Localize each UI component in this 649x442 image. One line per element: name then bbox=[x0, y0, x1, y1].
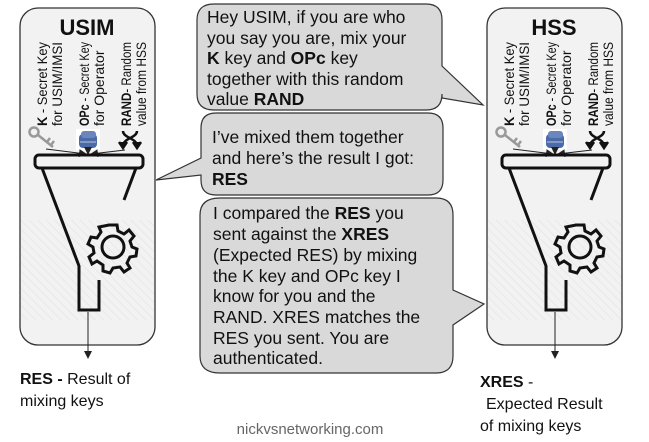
bubble3-line: the K key and OPc key I bbox=[213, 266, 401, 286]
hss-output-label-2: Expected Result bbox=[486, 396, 603, 413]
usim-output-label: RES - Result of bbox=[20, 371, 131, 388]
bubble2-line: RES bbox=[212, 169, 248, 189]
bubble3-line: I compared the RES you bbox=[213, 203, 404, 223]
usim-k-label-2: for USIM/IMSI bbox=[49, 42, 65, 126]
hss-output-label: XRES - bbox=[480, 374, 533, 391]
usim-opc-label: OPc - Secret Key bbox=[76, 42, 92, 126]
speech-bubble-authenticated: I compared the RES you sent against the … bbox=[199, 197, 486, 374]
usim-box: USIM K - Secret Key for USIM/IMSI OPc - … bbox=[20, 8, 155, 358]
usim-title: USIM bbox=[60, 15, 115, 40]
usim-rand-label-2: value from HSS bbox=[133, 42, 149, 126]
bubble1-line: K key and OPc key bbox=[207, 48, 358, 68]
bubble2-line: and here’s the result I got: bbox=[212, 148, 414, 168]
bubble1-line: value RAND bbox=[207, 89, 304, 109]
usim-opc-label-2: for Operator bbox=[91, 50, 107, 126]
hss-k-label-2: for USIM/IMSI bbox=[516, 42, 532, 126]
hss-rand-label-2: value from HSS bbox=[600, 42, 616, 126]
hss-k-label: K - Secret Key bbox=[501, 42, 517, 126]
bubble3-line: know for you and the bbox=[213, 286, 375, 306]
bubble1-line: Hey USIM, if you are who bbox=[207, 7, 405, 27]
usim-k-label: K - Secret Key bbox=[34, 42, 50, 126]
bubble3-line: sent against the XRES bbox=[213, 224, 389, 244]
bubble1-line: together with this random bbox=[207, 69, 404, 89]
bubble3-line: RES you sent. You are bbox=[213, 328, 389, 348]
bubble3-line: authenticated. bbox=[213, 348, 323, 368]
speech-bubble-challenge: Hey USIM, if you are who you say you are… bbox=[196, 3, 485, 111]
footer-watermark: nickvsnetworking.com bbox=[237, 421, 384, 438]
hss-rand-label: RAND- Random bbox=[585, 42, 601, 126]
bubble3-line: RAND. XRES matches the bbox=[213, 307, 420, 327]
usim-output-label-2: mixing keys bbox=[20, 393, 104, 410]
bubble2-line: I’ve mixed them together bbox=[212, 127, 404, 147]
bubble3-line: (Expected RES) by mixing bbox=[213, 245, 417, 265]
hss-opc-label: OPc - Secret Key bbox=[543, 42, 559, 126]
bubble1-line: you say you are, mix your bbox=[207, 28, 407, 48]
hss-title: HSS bbox=[531, 15, 576, 40]
hss-opc-label-2: for Operator bbox=[558, 50, 574, 126]
speech-bubble-response: I’ve mixed them together and here’s the … bbox=[155, 112, 444, 196]
hss-box: HSS K - Secret Key for USIM/IMSI OPc - S… bbox=[487, 8, 622, 358]
usim-rand-label: RAND- Random bbox=[118, 42, 134, 126]
hss-output-label-3: of mixing keys bbox=[480, 418, 581, 435]
